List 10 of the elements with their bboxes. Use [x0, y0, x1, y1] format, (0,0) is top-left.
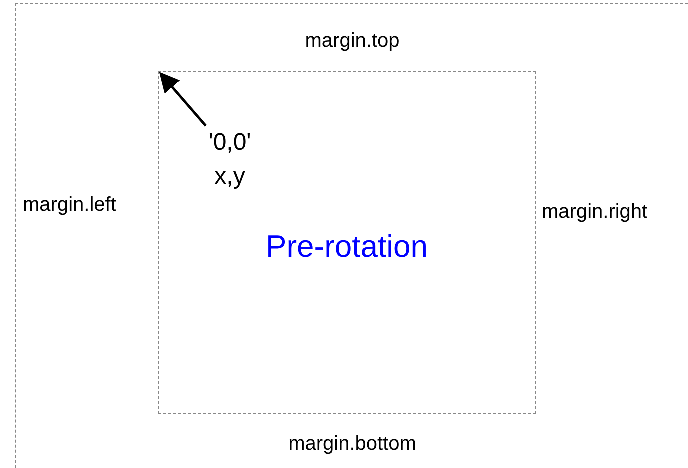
margin-label: margin.left	[23, 193, 116, 218]
arrow	[159, 72, 207, 127]
margin-label: margin.bottom	[288, 432, 418, 457]
area-title: Pre-rotation	[265, 228, 429, 266]
coordinate-text: '0,0'	[208, 128, 252, 158]
margin-label: margin.top	[304, 29, 401, 54]
inner-plot-area	[158, 71, 536, 414]
coordinate-text: x,y	[214, 162, 246, 192]
outer-margin-area	[15, 3, 688, 468]
margin-label: margin.right	[542, 200, 648, 225]
